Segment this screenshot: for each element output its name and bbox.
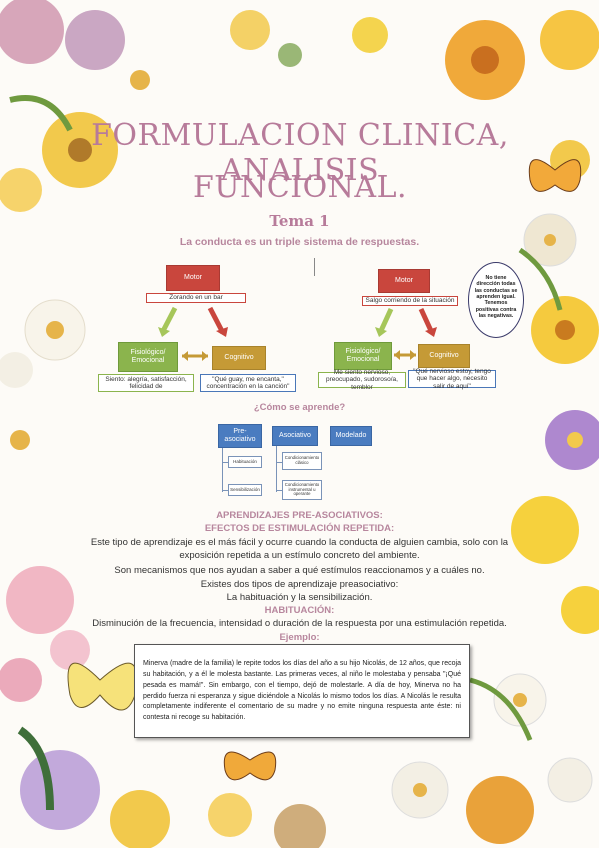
right-cognitivo-box: Cognitivo	[418, 344, 470, 368]
page-title-line2: FUNCIONAL.	[192, 170, 408, 205]
habituacion-box: Habituación	[228, 456, 262, 468]
left-bidirectional-arrow	[182, 351, 208, 361]
clasico-box: Condicionamiento clásico	[282, 452, 322, 470]
left-motor-desc: Zorando en un bar	[146, 293, 246, 303]
right-fisio-box: Fisiológico/ Emocional	[334, 342, 392, 370]
tree-line-h2	[222, 490, 228, 491]
left-cog-desc: "Qué guay, me encanta," concentración en…	[200, 374, 296, 392]
page-title-line1: FORMULACION CLINICA, ANALISIS	[91, 118, 509, 188]
para-line2: exposición repetida a un estímulo concre…	[179, 550, 420, 561]
tree-line-aso	[276, 446, 277, 492]
right-arrows	[375, 307, 437, 337]
right-bidirectional-arrow	[394, 350, 416, 360]
right-motor-desc: Salgo corriendo de la situación	[362, 296, 458, 306]
left-cognitivo-box: Cognitivo	[212, 346, 266, 370]
pre-asociativo-box: Pre-asociativo	[218, 424, 262, 448]
left-fisio-box: Fisiológico/ Emocional	[118, 342, 178, 372]
para-line1: Este tipo de aprendizaje es el más fácil…	[90, 537, 509, 548]
tree-line-h1	[222, 462, 228, 463]
example-text: Minerva (madre de la familia) le repite …	[143, 660, 461, 722]
modelado-box: Modelado	[330, 426, 372, 446]
asociativo-box: Asociativo	[272, 426, 318, 446]
como-aprende-heading: ¿Cómo se aprende?	[253, 402, 346, 413]
tree-line-pre	[222, 448, 223, 492]
left-fisio-desc: Siento: alegría, satisfacción, felicidad…	[98, 374, 194, 392]
subtitle: La conducta es un triple sistema de resp…	[179, 236, 420, 248]
tree-line-h3	[276, 462, 282, 463]
para-line5: La habituación y la sensibilización.	[226, 592, 373, 603]
right-motor-box: Motor	[378, 269, 430, 293]
section-estimulacion: EFECTOS DE ESTIMULACIÓN REPETIDA:	[204, 523, 395, 534]
right-note-oval: No tiene dirección todas las conductas s…	[468, 262, 524, 338]
section-pre-asociativos: APRENDIZAJES PRE-ASOCIATIVOS:	[216, 510, 383, 521]
para-line4: Existes dos tipos de aprendizaje preasoc…	[200, 579, 399, 590]
diagram-divider	[314, 258, 315, 276]
tree-line-h4	[276, 490, 282, 491]
para-line3: Son mecanismos que nos ayudan a saber a …	[114, 565, 485, 576]
habituacion-heading: HABITUACIÓN:	[264, 605, 335, 616]
operante-box: Condicionamiento instrumental u operante	[282, 480, 322, 500]
right-cog-desc: "Qué nervioso estoy, tengo que hacer alg…	[408, 368, 496, 390]
tema-heading: Tema 1	[269, 212, 330, 230]
right-fisio-desc: Me siento nervioso, preocupado, sudoroso…	[318, 369, 406, 391]
sensibilizacion-box: Sensibilización	[228, 484, 262, 496]
example-box: Minerva (madre de la familia) le repite …	[134, 644, 470, 738]
habituacion-definition: Disminución de la frecuencia, intensidad…	[92, 618, 507, 629]
ejemplo-heading: Ejemplo:	[279, 632, 320, 643]
left-motor-box: Motor	[166, 265, 220, 291]
left-arrows	[158, 306, 228, 337]
